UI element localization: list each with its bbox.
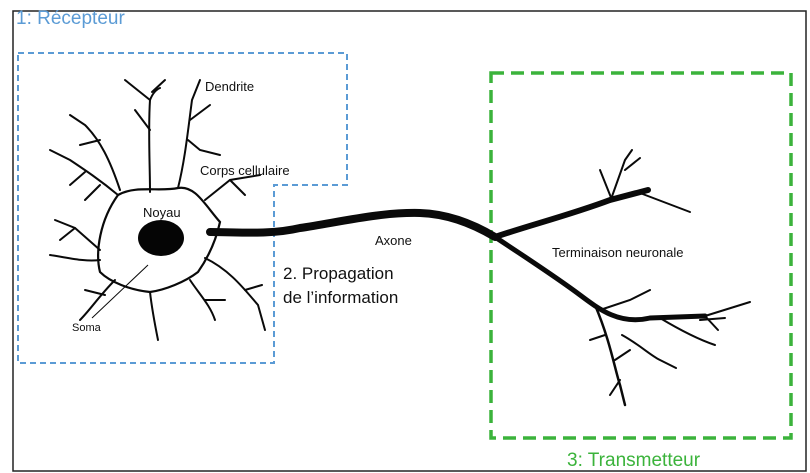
soma-pointer: [91, 264, 149, 319]
label-recepteur: 1: Récepteur: [16, 8, 125, 29]
label-propagation-line2: de l’information: [283, 288, 399, 307]
dendrites: [49, 79, 266, 341]
noyau-nucleus: [138, 220, 184, 256]
label-dendrite: Dendrite: [205, 79, 255, 94]
label-corps-cellulaire: Corps cellulaire: [200, 163, 290, 178]
label-terminaison: Terminaison neuronale: [552, 245, 684, 260]
outer-frame: [12, 10, 807, 472]
label-noyau: Noyau: [143, 205, 181, 220]
label-propagation-line1: 2. Propagation: [283, 264, 394, 283]
label-transmetteur: 3: Transmetteur: [567, 450, 701, 471]
recepteur-box: [17, 52, 348, 364]
label-axone: Axone: [375, 233, 412, 248]
axone: [206, 208, 499, 241]
transmetteur-box: [489, 71, 793, 440]
terminaison-branches: [492, 149, 751, 407]
label-soma: Soma: [72, 322, 101, 334]
